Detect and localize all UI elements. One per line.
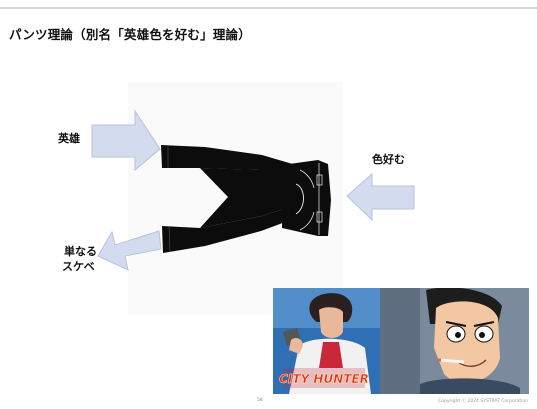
lupin-image [380,288,529,394]
mere-pervert-label-line1: 単なる [64,245,97,258]
eyebrow-shape [473,321,495,327]
mouth-shape [457,359,487,367]
pants-image [161,145,331,253]
pants-lower-leg [162,205,296,253]
shirt-shape [319,342,343,368]
belt-loop [316,211,323,223]
pants-crotch [200,168,296,228]
face-shape [319,307,343,338]
pupil-shape [479,332,485,338]
likes-women-arrow [346,172,415,222]
belt-loop [316,174,323,186]
background-shade [380,288,420,394]
mere-pervert-label-line2: スケベ [62,260,95,273]
raised-hand-shape [289,338,303,354]
copyright: Copyright ⓒ 2024 SYSTRAT Corporation [438,399,528,404]
slide-title: パンツ理論（別名「英雄色を好む」理論） [9,27,251,42]
cigarette-shape [439,358,465,364]
pants-pocket-stitch [299,211,315,231]
pants-upper-leg [161,145,296,180]
pupil-shape [455,332,461,338]
jacket-shape [420,378,520,394]
mere-pervert-arrow [97,230,162,271]
city-hunter-image: CITY HUNTER [273,288,380,394]
page-number: 58 [257,398,263,403]
logo-band [283,368,365,388]
likes-women-label: 色好む [372,153,405,166]
pants-fly-stitch [295,183,304,215]
city-hunter-logo: CITY HUNTER [279,372,369,386]
pants-hem-stitch [168,225,171,253]
eyebrow-shape [445,321,467,327]
face-shape [434,301,500,383]
hero-arrow [91,109,161,172]
top-rule [0,7,537,9]
hero-label: 英雄 [58,132,80,145]
pants-pocket-stitch [299,169,315,189]
